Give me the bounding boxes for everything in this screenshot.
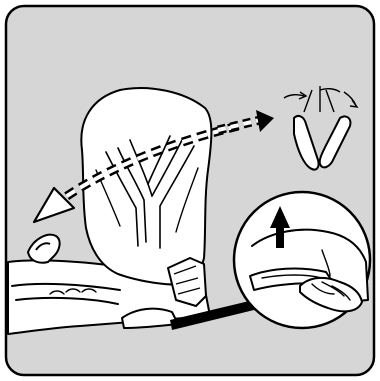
backrest	[81, 88, 211, 285]
lever-callout	[234, 192, 370, 328]
